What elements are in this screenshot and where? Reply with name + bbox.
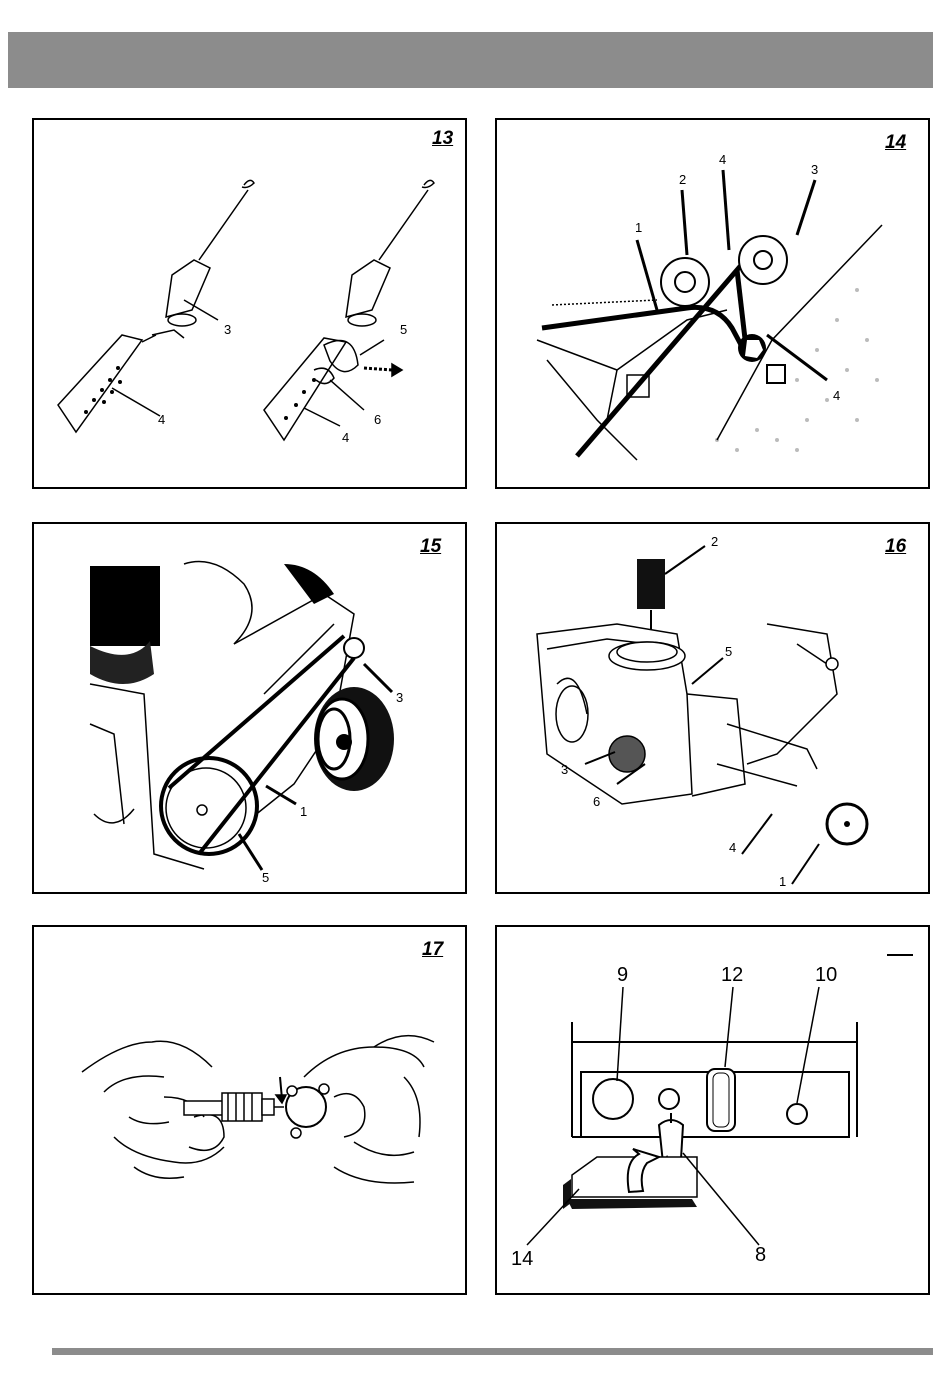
figure-18-label: 8 — [755, 1244, 766, 1266]
figure-14-panel: 1 2 4 3 4 14 — [495, 118, 930, 489]
figure-18-label: 9 — [617, 964, 628, 986]
figure-13-label: 4 — [342, 430, 349, 445]
figure-15-label: 1 — [300, 804, 307, 819]
header-bar — [8, 32, 933, 88]
figure-14-label: 4 — [719, 152, 726, 167]
figure-16-illustration: 2 5 3 6 4 1 — [497, 524, 928, 892]
figure-15-illustration: 3 1 5 — [34, 524, 465, 892]
figure-16-number: 16 — [885, 536, 906, 558]
figure-16-label: 1 — [779, 874, 786, 889]
figure-16-label: 3 — [561, 762, 568, 777]
footer-bar — [52, 1348, 933, 1355]
figure-14-illustration: 1 2 4 3 4 — [497, 120, 928, 487]
figure-13-label: 6 — [374, 412, 381, 427]
figure-13-label: 4 — [158, 412, 165, 427]
figure-14-label: 3 — [811, 162, 818, 177]
figure-16-label: 4 — [729, 840, 736, 855]
figure-13-label: 3 — [224, 322, 231, 337]
figure-15-number: 15 — [420, 536, 441, 558]
figure-13-number: 13 — [432, 128, 453, 150]
figure-13-panel: 3 4 5 6 4 13 — [32, 118, 467, 489]
figure-16-label: 2 — [711, 534, 718, 549]
figure-18-illustration: 9 12 10 14 8 — [497, 927, 928, 1293]
figure-14-number: 14 — [885, 132, 906, 154]
figure-15-panel: 3 1 5 15 — [32, 522, 467, 894]
figure-18-label: 14 — [511, 1248, 533, 1270]
figure-13-label: 5 — [400, 322, 407, 337]
figure-15-label: 3 — [396, 690, 403, 705]
figure-15-label: 5 — [262, 870, 269, 885]
figure-16-label: 5 — [725, 644, 732, 659]
figure-14-label: 2 — [679, 172, 686, 187]
figure-14-label: 1 — [635, 220, 642, 235]
figure-18-panel: 9 12 10 14 8 — [495, 925, 930, 1295]
figure-17-panel: 17 — [32, 925, 467, 1295]
figure-17-illustration — [34, 927, 465, 1293]
figure-13-illustration: 3 4 5 6 4 — [34, 120, 465, 487]
figure-18-label: 12 — [721, 964, 743, 986]
figure-16-panel: 2 5 3 6 4 1 16 — [495, 522, 930, 894]
figure-18-label: 10 — [815, 964, 837, 986]
figure-17-number: 17 — [422, 939, 443, 961]
figure-16-label: 6 — [593, 794, 600, 809]
figure-14-label: 4 — [833, 388, 840, 403]
